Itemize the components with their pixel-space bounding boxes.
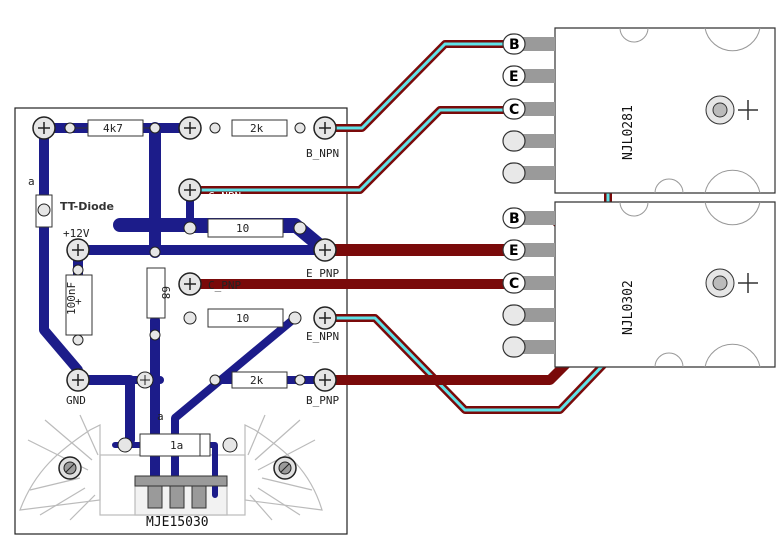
resistor-4k7: 4k7 xyxy=(70,119,160,137)
b-npn-label: B_NPN xyxy=(306,147,339,160)
transistor-name: NJL0281 xyxy=(621,105,636,160)
resistor-68: 68 xyxy=(146,267,172,319)
resistor-label: 2k xyxy=(250,122,264,135)
pin-e-label: E xyxy=(509,69,519,85)
capacitor-plus: + xyxy=(75,295,82,308)
transistor-name: NJL0302 xyxy=(621,280,636,335)
resistor-label: 68 xyxy=(159,286,172,299)
a-mid-label: a xyxy=(157,410,164,423)
pad-plus-icon xyxy=(136,371,154,389)
pin-c-label: C xyxy=(509,102,519,118)
gnd-label: GND xyxy=(66,394,86,407)
mje15030-footprint: MJE15030 xyxy=(134,475,228,530)
resistor-2k-bottom: 2k xyxy=(231,371,288,389)
e-pnp-label: E_PNP xyxy=(306,267,339,280)
pads xyxy=(32,116,337,453)
b-pnp-label: B_PNP xyxy=(306,394,339,407)
pad-plus-icon xyxy=(66,368,90,392)
pad-plus-icon xyxy=(313,368,337,392)
pad-plus-icon xyxy=(313,238,337,262)
mounting-hole-icon xyxy=(58,456,82,480)
pin-e-label: E xyxy=(509,243,519,259)
c-pnp-label: C_PNP xyxy=(208,279,241,292)
resistor-label: 10 xyxy=(236,222,249,235)
plus12v-label: +12V xyxy=(63,227,90,240)
pad-plus-icon xyxy=(66,238,90,262)
pad-plus-icon xyxy=(178,178,202,202)
e-npn-label: E_NPN xyxy=(306,330,339,343)
resistor-label: 10 xyxy=(236,312,249,325)
a-top-label: a xyxy=(28,175,35,188)
pin-c-label: C xyxy=(509,276,519,292)
c-npn-label: C_NPN xyxy=(208,190,241,203)
pad-plus-icon xyxy=(32,116,56,140)
diode-1a: 1a xyxy=(139,433,211,457)
resistor-2k-top: 2k xyxy=(231,119,288,137)
resistor-label: 4k7 xyxy=(103,122,123,135)
pin-b-label: B xyxy=(509,211,520,227)
pad-plus-icon xyxy=(313,116,337,140)
resistor-10-top: 10 xyxy=(207,218,284,238)
pin-b-label: B xyxy=(509,37,520,53)
capacitor-100nf: + 100nF xyxy=(65,274,93,336)
capacitor-label: 100nF xyxy=(65,282,78,315)
pad-plus-icon xyxy=(313,306,337,330)
pad-plus-icon xyxy=(178,272,202,296)
mounting-hole-icon xyxy=(273,456,297,480)
resistor-label: 2k xyxy=(250,374,264,387)
transistor-njl0302: B E C NJL0302 xyxy=(502,201,776,368)
pad-small xyxy=(64,122,307,453)
mje-label: MJE15030 xyxy=(146,515,209,530)
pad-plus-icon xyxy=(37,203,51,217)
tt-diode-label: TT-Diode xyxy=(60,200,114,213)
transistor-njl0281: B E C NJL0281 xyxy=(502,27,776,194)
pad-plus-icon xyxy=(178,116,202,140)
resistor-10-mid: 10 xyxy=(207,308,284,328)
diode-label: 1a xyxy=(170,439,183,452)
